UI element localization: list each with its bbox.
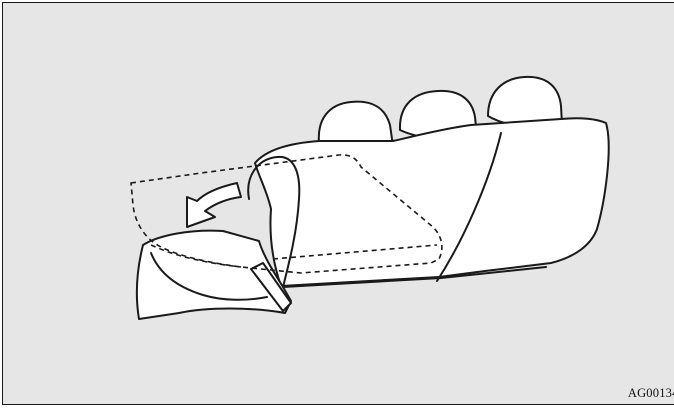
rear-seat-fold-illustration bbox=[3, 3, 674, 412]
figure-frame: AG001348 bbox=[2, 2, 674, 405]
curved-arrow-icon bbox=[187, 183, 241, 227]
seat-back bbox=[255, 118, 609, 286]
figure-code: AG001348 bbox=[628, 386, 674, 401]
